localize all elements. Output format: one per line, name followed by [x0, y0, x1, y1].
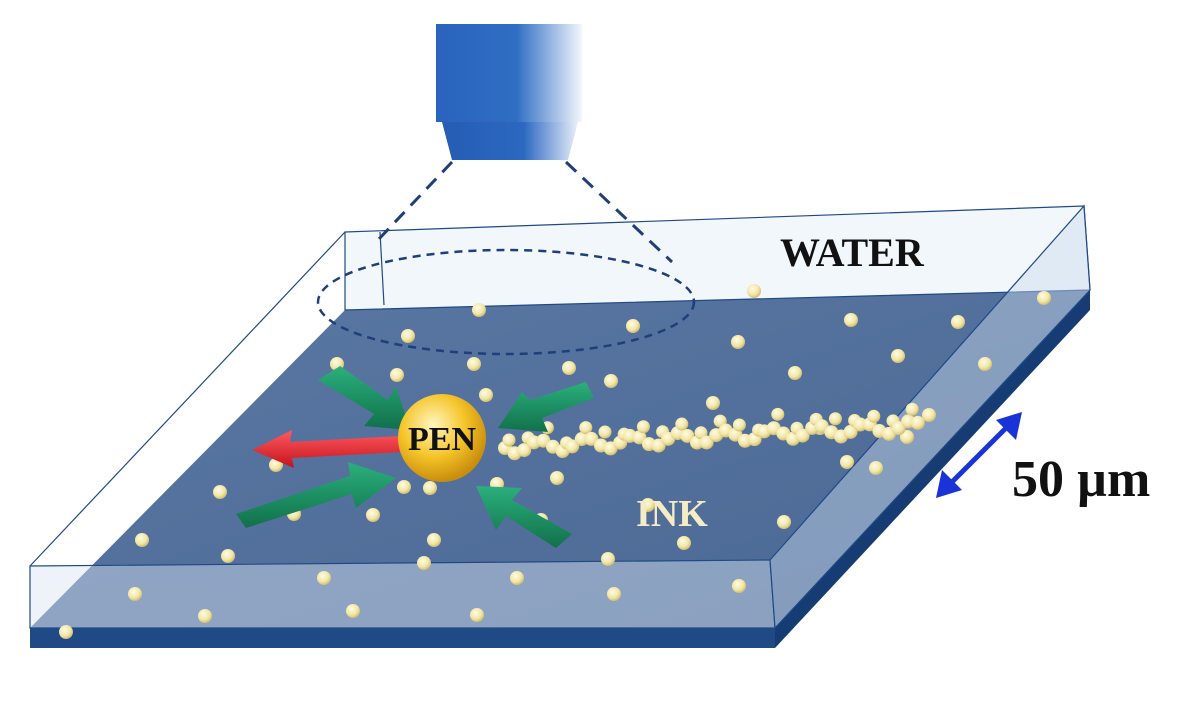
arrow-left-icon — [252, 430, 402, 468]
ink-particle — [135, 533, 149, 547]
ink-particle — [397, 480, 411, 494]
chain-particle — [565, 439, 580, 454]
ink-layer — [30, 290, 1090, 648]
ink-particle — [978, 357, 992, 371]
chain-particle — [579, 421, 593, 435]
push-arrow-bottom-right — [476, 486, 572, 548]
written-particle-line — [498, 402, 925, 461]
push-arrow-top-left — [318, 366, 410, 430]
chain-particle — [732, 418, 746, 432]
ink-particle — [470, 608, 484, 622]
chain-particle — [675, 417, 689, 431]
ink-particle — [1037, 291, 1051, 305]
ink-particle — [221, 549, 235, 563]
ink-particle — [479, 388, 493, 402]
water-left-edge — [29, 231, 346, 567]
microscope-objective-icon — [436, 24, 582, 160]
water-label: WATER — [780, 230, 925, 275]
ink-particle — [562, 361, 576, 375]
water-inner-edge — [379, 231, 385, 306]
ink-particle — [472, 303, 486, 317]
chain-particle — [795, 428, 810, 443]
ink-particle — [550, 471, 564, 485]
ink-particle — [731, 335, 745, 349]
objective-body — [436, 24, 582, 122]
ink-particle — [706, 396, 720, 410]
ink-particle — [641, 498, 655, 512]
chain-particle — [636, 420, 650, 434]
ink-particle — [213, 485, 227, 499]
ink-particle — [777, 515, 791, 529]
ink-particle — [601, 552, 615, 566]
chain-particle — [502, 433, 516, 447]
ink-layer-side-edge — [775, 290, 1090, 648]
chain-particle — [828, 412, 842, 426]
ink-particle — [467, 357, 481, 371]
push-arrow-top-right — [498, 382, 594, 432]
ink-particle — [317, 571, 331, 585]
ink-particle — [390, 368, 404, 382]
ink-particle — [732, 579, 746, 593]
ink-particle — [788, 366, 802, 380]
ink-particle — [607, 587, 621, 601]
ink-particle — [951, 315, 965, 329]
ink-particle — [198, 609, 212, 623]
ink-particle — [510, 571, 524, 585]
converging-arrows — [236, 366, 594, 548]
ink-particle — [604, 374, 618, 388]
ink-particle — [59, 625, 73, 639]
objective-lens — [442, 122, 578, 160]
ink-particle — [128, 587, 142, 601]
ink-label: INK — [636, 493, 708, 535]
ink-particle — [844, 313, 858, 327]
chain-particle — [699, 435, 714, 450]
ink-layer-front-edge — [30, 628, 775, 648]
scale-label: 50 µm — [1012, 451, 1150, 508]
chain-particle — [771, 407, 785, 421]
field-of-view-ellipse — [316, 248, 696, 356]
pen-label: PEN — [408, 421, 476, 458]
ink-particle — [417, 556, 431, 570]
push-arrow-bottom-left — [236, 462, 396, 528]
field-of-view-cone — [376, 160, 674, 264]
ink-particles — [59, 284, 1051, 639]
ink-particle — [891, 349, 905, 363]
chain-particle — [598, 425, 612, 439]
chain-particle — [905, 402, 919, 416]
ink-particle — [922, 408, 936, 422]
ink-particle — [869, 461, 883, 475]
ink-particle — [423, 481, 437, 495]
double-arrow-icon — [936, 412, 1022, 498]
ink-layer-surface — [30, 290, 1090, 628]
chain-particle — [867, 409, 881, 423]
ink-particle — [427, 533, 441, 547]
ink-particle — [366, 508, 380, 522]
ink-particle — [626, 319, 640, 333]
ink-particle — [346, 604, 360, 618]
chain-particle — [517, 443, 532, 458]
pen-particle: PEN — [398, 394, 486, 482]
ink-particle — [747, 284, 761, 298]
ink-particle — [840, 455, 854, 469]
ink-particle — [401, 329, 415, 343]
chain-particle — [843, 424, 858, 439]
ink-particle — [900, 430, 914, 444]
chain-particle — [910, 415, 925, 430]
ink-particle — [677, 536, 691, 550]
